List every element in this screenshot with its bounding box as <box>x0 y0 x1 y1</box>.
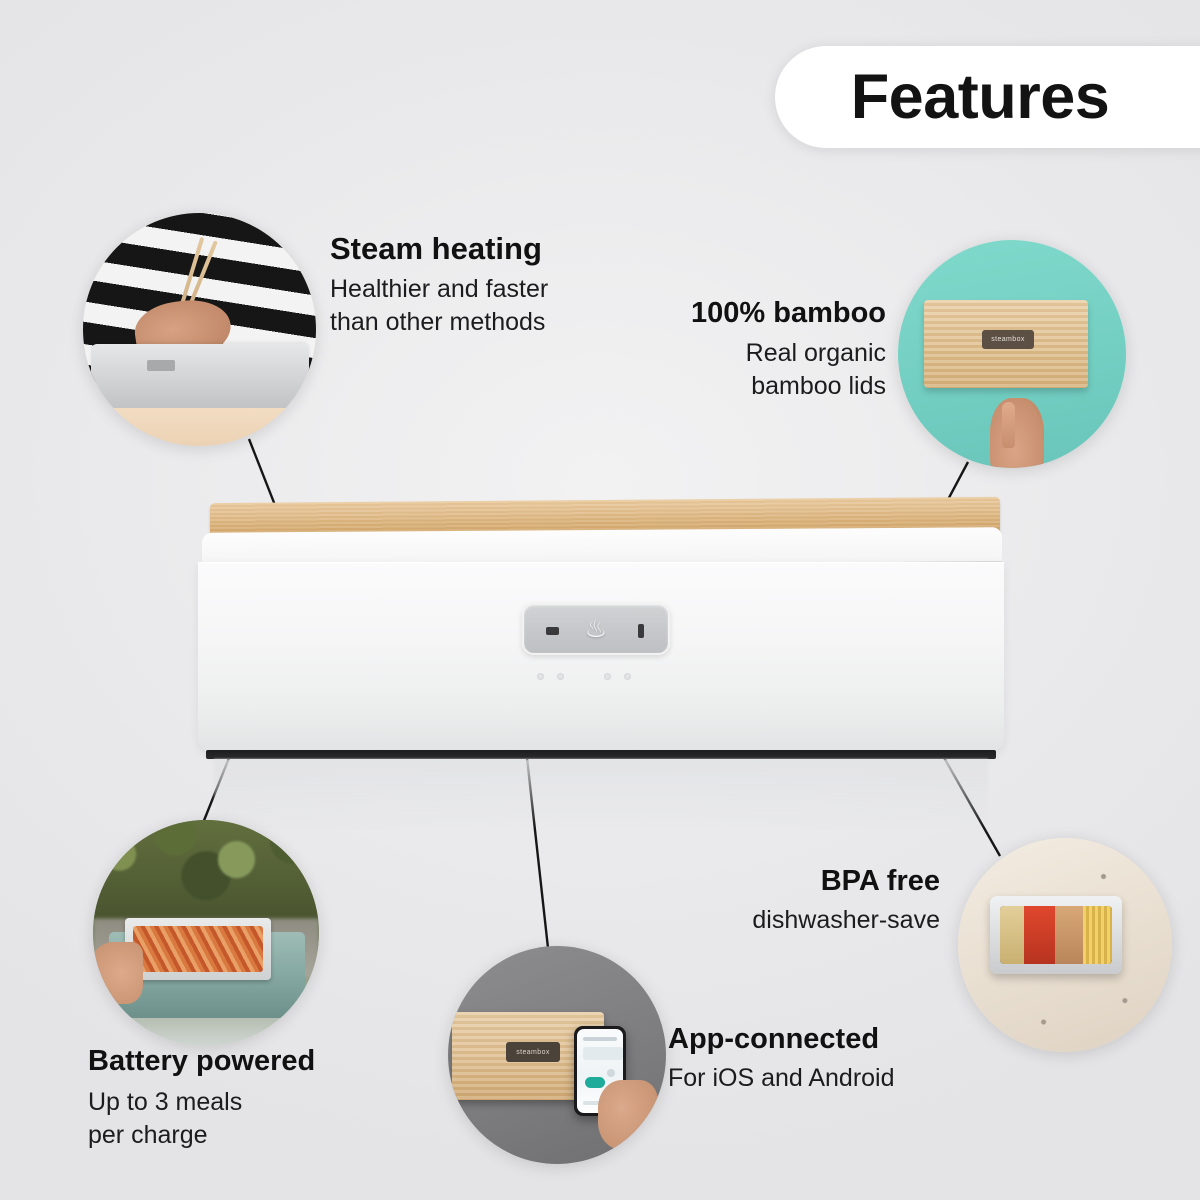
photo-bpa-free <box>958 838 1172 1052</box>
photo-inner: steambox <box>898 240 1126 468</box>
hand <box>990 398 1044 468</box>
food-compartment <box>1054 906 1084 964</box>
feature-subtitle-line: bamboo lids <box>751 372 886 401</box>
outdoor-foliage <box>93 820 319 920</box>
lunchbox-main-body <box>198 562 1004 752</box>
feature-subtitle-line: per charge <box>88 1121 208 1150</box>
feature-title: 100% bamboo <box>691 297 886 329</box>
food-compartment <box>1023 906 1055 964</box>
app-header-bar <box>583 1037 617 1041</box>
feature-subtitle: dishwasher-save <box>640 904 940 937</box>
food-compartment <box>1000 906 1024 964</box>
features-header-pill: Features <box>775 46 1200 148</box>
panel-port-left <box>546 627 559 635</box>
hand <box>93 942 143 1004</box>
photo-battery-powered <box>93 820 319 1046</box>
feature-subtitle: Up to 3 meals per charge <box>88 1086 315 1152</box>
control-panel[interactable]: ♨ <box>522 603 670 655</box>
product-base-shadow <box>206 750 996 759</box>
feature-subtitle: Healthier and faster than other methods <box>330 273 548 339</box>
brand-badge: steambox <box>982 330 1034 349</box>
panel-port-right <box>638 624 644 638</box>
steam-flame-icon: ♨ <box>584 614 608 643</box>
feature-subtitle-line: Healthier and faster <box>330 275 549 304</box>
lunchbox-in-photo <box>91 344 309 408</box>
feature-subtitle-line: Up to 3 meals <box>88 1088 243 1117</box>
photo-inner <box>93 820 319 1046</box>
photo-steam-heating <box>83 213 316 446</box>
brand-badge: steambox <box>506 1042 560 1062</box>
led-indicator <box>604 673 611 680</box>
photo-app-connected: steambox <box>448 946 666 1164</box>
app-toggle <box>585 1077 605 1088</box>
feature-title: Battery powered <box>88 1045 316 1077</box>
feature-subtitle-line: Real organic <box>745 339 886 368</box>
page-title: Features <box>850 61 1110 132</box>
product-lunchbox: ♨ <box>192 496 1008 829</box>
bamboo-lid-photo: steambox <box>924 300 1088 388</box>
feature-label-bpa-free: BPA free dishwasher-save <box>640 865 940 937</box>
photo-inner: steambox <box>448 946 666 1164</box>
app-card <box>583 1047 623 1060</box>
steel-container <box>990 896 1122 974</box>
food-compartment <box>1083 906 1112 964</box>
feature-subtitle-line: dishwasher-save <box>752 906 940 935</box>
feature-subtitle-line: than other methods <box>330 308 546 337</box>
feature-subtitle-line: For iOS and Android <box>668 1064 895 1093</box>
photo-bamboo: steambox <box>898 240 1126 468</box>
led-indicator <box>624 673 631 680</box>
feature-subtitle: For iOS and Android <box>668 1062 895 1095</box>
brand-badge-label: steambox <box>516 1048 550 1056</box>
photo-inner <box>958 838 1172 1052</box>
pasta-food <box>133 926 263 972</box>
feature-title: BPA free <box>820 865 940 897</box>
feature-label-battery-powered: Battery powered Up to 3 meals per charge <box>88 1045 316 1152</box>
feature-title: App-connected <box>668 1023 880 1055</box>
led-indicator <box>557 673 564 680</box>
feature-title: Steam heating <box>330 231 542 266</box>
wooden-table <box>83 406 316 446</box>
photo-inner <box>83 213 316 446</box>
status-led-row <box>537 673 657 680</box>
feature-label-steam-heating: Steam heating Healthier and faster than … <box>330 232 548 339</box>
feature-label-bamboo: 100% bamboo Real organic bamboo lids <box>580 297 886 403</box>
led-indicator <box>537 673 544 680</box>
product-reflection <box>214 759 988 829</box>
food-compartments <box>1000 906 1112 964</box>
hand <box>598 1080 658 1150</box>
brand-badge-label: steambox <box>991 336 1025 343</box>
feature-subtitle: Real organic bamboo lids <box>580 337 886 403</box>
app-status-dot <box>607 1069 615 1077</box>
feature-label-app-connected: App-connected For iOS and Android <box>668 1023 895 1095</box>
led-spacer <box>577 673 591 680</box>
pointing-finger-icon <box>1002 402 1015 448</box>
